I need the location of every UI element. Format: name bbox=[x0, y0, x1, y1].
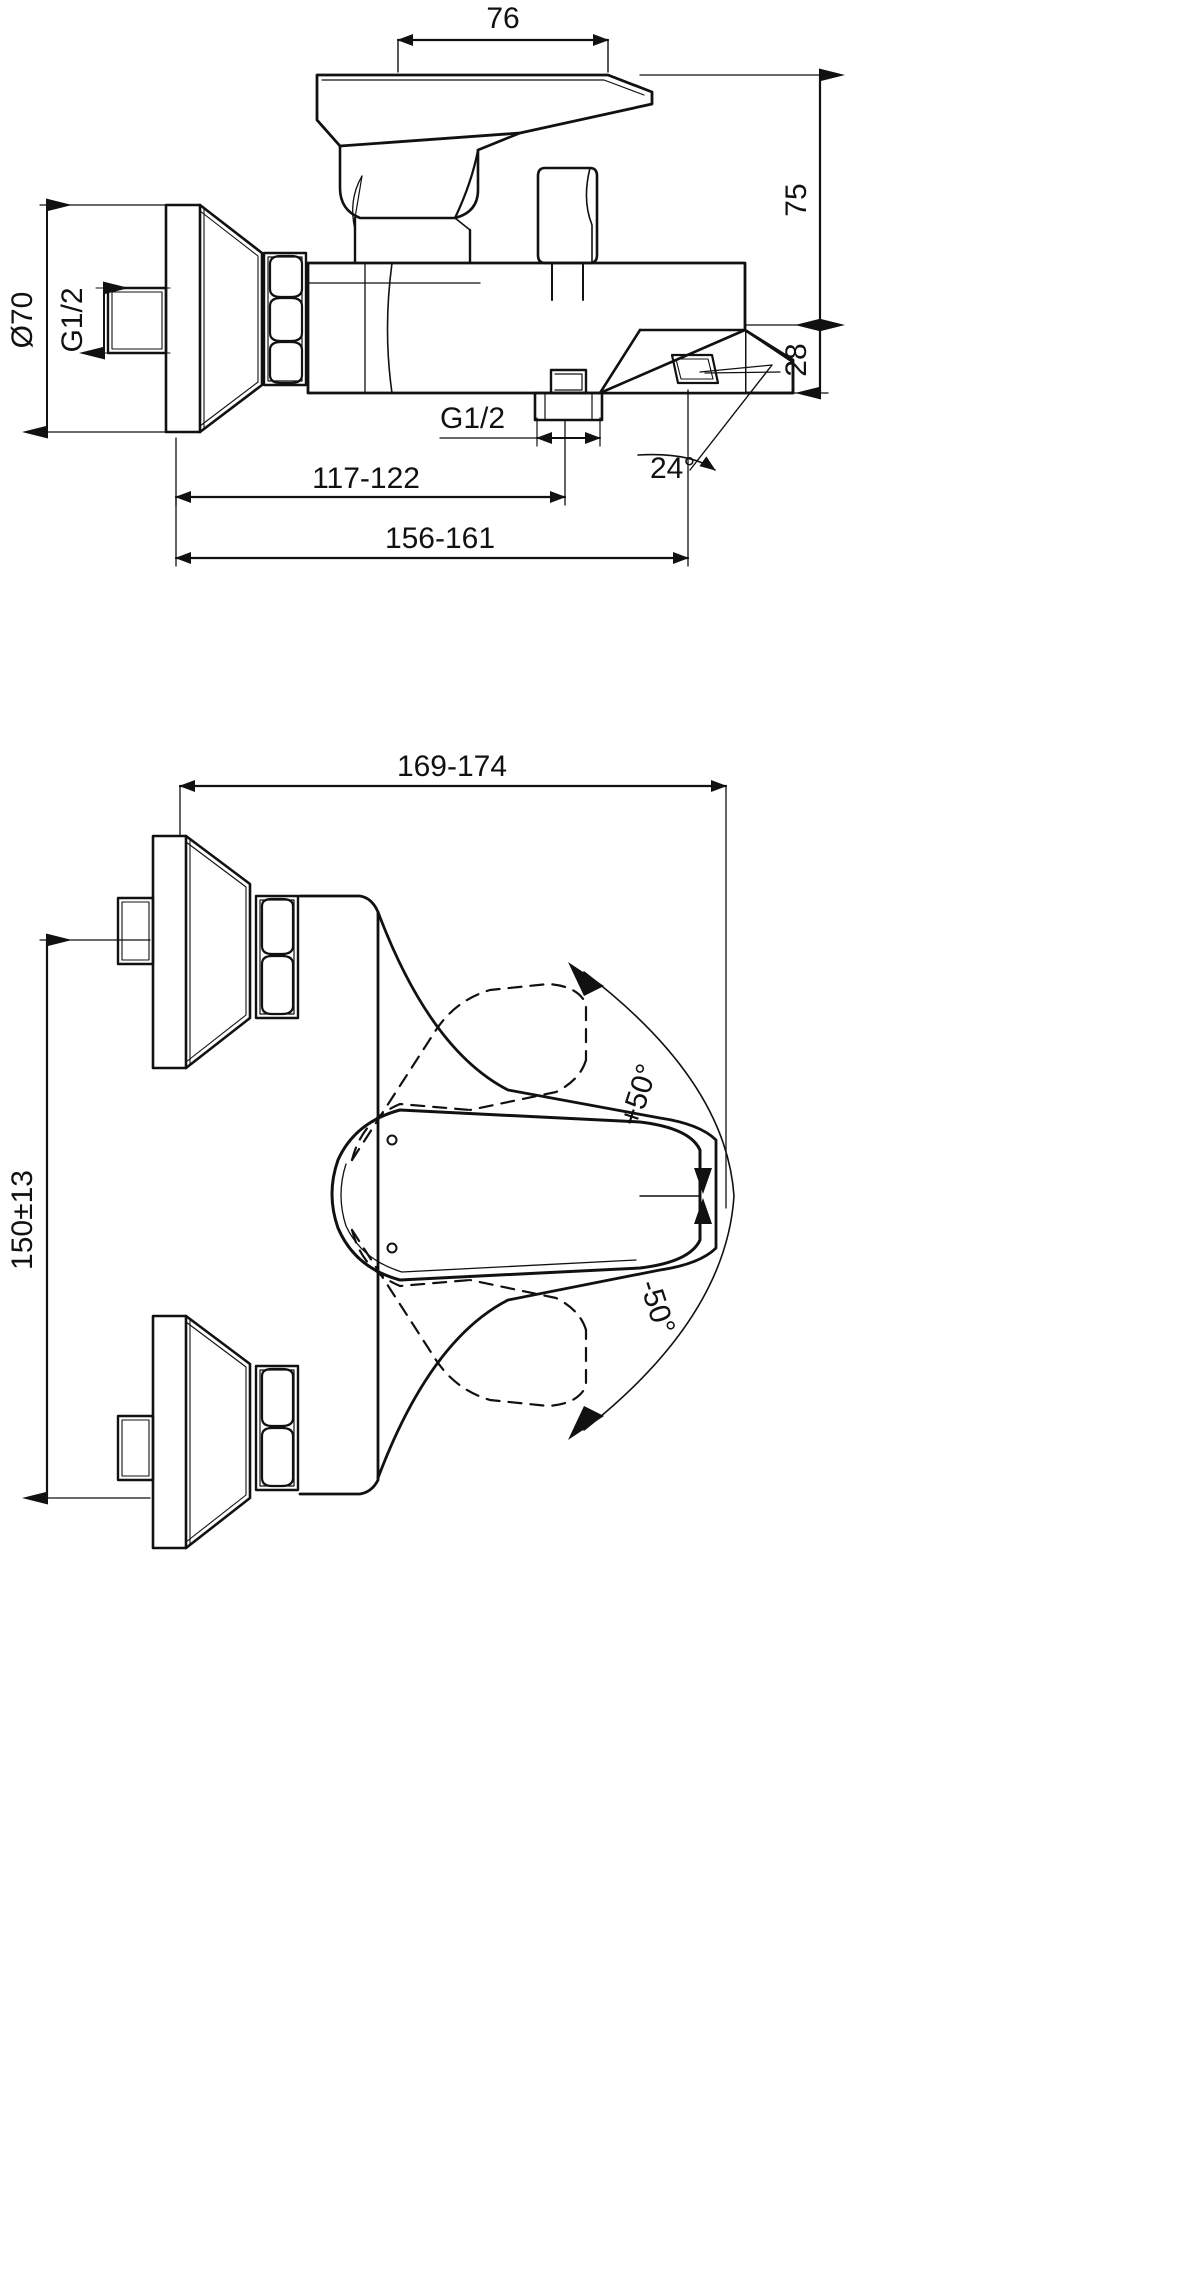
dim-flange-diameter: Ø70 bbox=[6, 292, 39, 349]
dim-inlet-thread: G1/2 bbox=[56, 287, 89, 352]
dim-swivel-minus: -50° bbox=[633, 1276, 681, 1339]
dim-depth-long: 156-161 bbox=[385, 522, 495, 555]
dim-height-overall: 75 bbox=[780, 183, 813, 216]
dim-centre-distance: 150±13 bbox=[6, 1170, 39, 1270]
dim-width-overall: 169-174 bbox=[397, 750, 507, 783]
dim-outlet-thread: G1/2 bbox=[440, 402, 505, 435]
dim-spout-angle: 24° bbox=[650, 452, 695, 485]
dim-depth-short: 117-122 bbox=[312, 462, 420, 495]
dim-swivel-plus: +50° bbox=[614, 1060, 665, 1130]
dim-spout-drop: 28 bbox=[780, 343, 813, 376]
dim-lever-width: 76 bbox=[486, 2, 519, 35]
